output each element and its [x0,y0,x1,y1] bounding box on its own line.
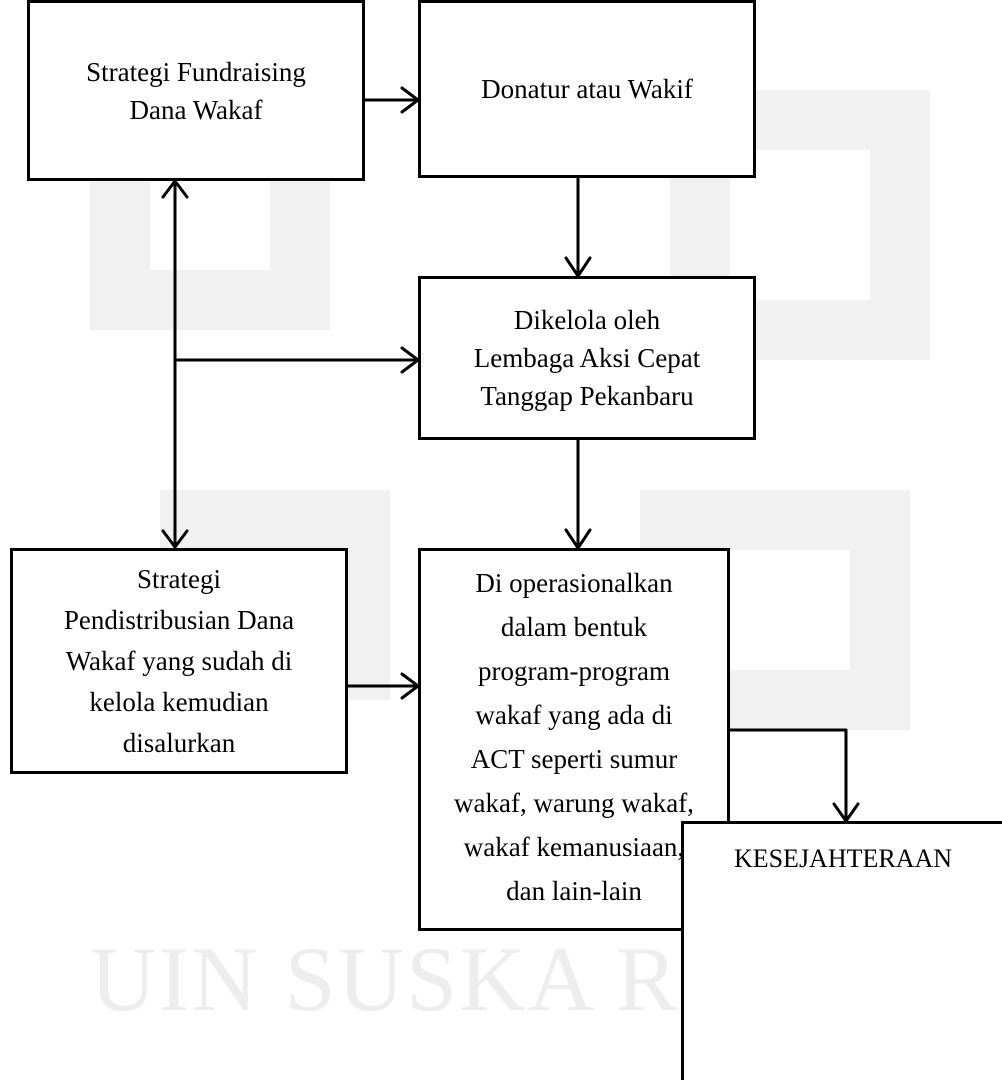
node-operasional-label: Di operasionalkan dalam bentuk program-p… [454,568,694,906]
node-fundraising: Strategi Fundraising Dana Wakaf [27,0,365,181]
node-operasional: Di operasionalkan dalam bentuk program-p… [418,548,730,931]
node-dikelola: Dikelola oleh Lembaga Aksi Cepat Tanggap… [418,276,756,440]
node-donatur: Donatur atau Wakif [418,0,756,178]
node-distribusi: Strategi Pendistribusian Dana Wakaf yang… [10,548,348,774]
watermark-logo-shape [90,90,930,730]
node-donatur-label: Donatur atau Wakif [481,74,693,104]
node-kesejahteraan: KESEJAHTERAAN [681,821,1002,1080]
node-dikelola-label: Dikelola oleh Lembaga Aksi Cepat Tanggap… [473,305,701,411]
node-fundraising-label: Strategi Fundraising Dana Wakaf [86,56,306,125]
node-distribusi-label: Strategi Pendistribusian Dana Wakaf yang… [63,564,295,758]
node-kesejahteraan-label: KESEJAHTERAAN [733,844,953,873]
